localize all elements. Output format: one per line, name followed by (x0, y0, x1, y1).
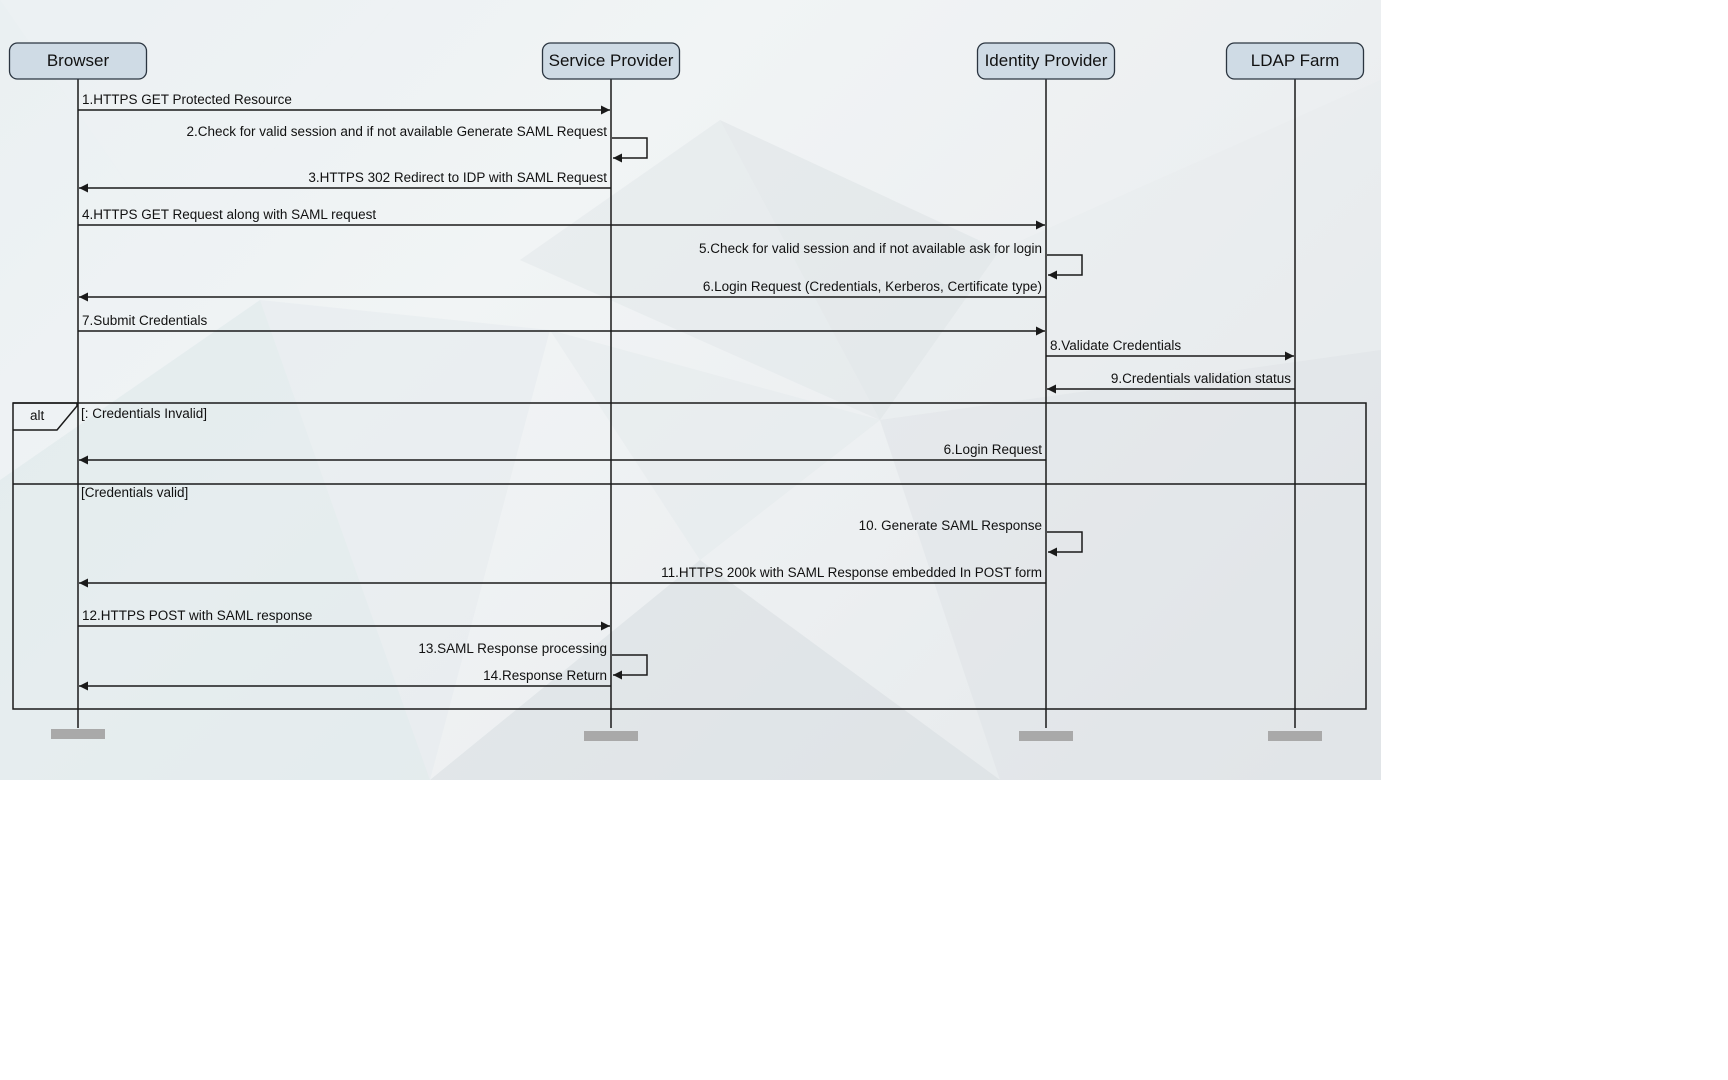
message-15: 14.Response Return (79, 668, 611, 691)
message-label: 3.HTTPS 302 Redirect to IDP with SAML Re… (308, 170, 607, 185)
alt-guard-valid: [Credentials valid] (81, 485, 188, 500)
message-label: 9.Credentials validation status (1111, 371, 1291, 386)
message-label: 5.Check for valid session and if not ava… (699, 241, 1042, 256)
message-label: 10. Generate SAML Response (859, 518, 1042, 533)
participant-browser: Browser (8, 42, 148, 80)
message-7: 7.Submit Credentials (78, 313, 1045, 336)
alt-label: alt (30, 408, 45, 423)
message-label: 6.Login Request (944, 442, 1043, 457)
sequence-diagram-panel: alt [: Credentials Invalid] [Credentials… (0, 0, 1381, 780)
lifelines (51, 79, 1322, 741)
self-message-arrow (1047, 531, 1083, 557)
message-label: 1.HTTPS GET Protected Resource (82, 92, 292, 107)
messages: 1.HTTPS GET Protected Resource 2.Check fo… (78, 92, 1295, 691)
message-label: 13.SAML Response processing (418, 641, 607, 656)
participant-idp: Identity Provider (976, 42, 1116, 80)
message-11: 10. Generate SAML Response (859, 518, 1083, 557)
participant-box (541, 42, 681, 80)
lifeline-end-sp (584, 731, 638, 741)
message-12: 11.HTTPS 200k with SAML Response embedde… (79, 565, 1046, 588)
sequence-diagram: alt [: Credentials Invalid] [Credentials… (8, 42, 1367, 741)
self-message-arrow (1047, 254, 1083, 280)
participant-box (8, 42, 148, 80)
participants: Browser Service Provider Identity Provider… (8, 42, 1365, 80)
message-3: 3.HTTPS 302 Redirect to IDP with SAML Re… (79, 170, 611, 193)
lifeline-end-browser (51, 729, 105, 739)
self-message-arrow (612, 654, 648, 680)
message-5: 5.Check for valid session and if not ava… (699, 241, 1083, 280)
lifeline-end-ldap (1268, 731, 1322, 741)
self-message-arrow (612, 137, 648, 163)
message-9: 9.Credentials validation status (1047, 371, 1295, 394)
alt-guard-invalid: [: Credentials Invalid] (81, 406, 207, 421)
message-4: 4.HTTPS GET Request along with SAML requ… (78, 207, 1045, 230)
participant-label: LDAP Farm (1251, 51, 1340, 70)
message-2: 2.Check for valid session and if not ava… (187, 124, 648, 163)
message-label: 2.Check for valid session and if not ava… (187, 124, 608, 139)
lifeline-end-idp (1019, 731, 1073, 741)
participant-box (976, 42, 1116, 80)
message-8: 8.Validate Credentials (1046, 338, 1294, 361)
message-label: 11.HTTPS 200k with SAML Response embedde… (661, 565, 1042, 580)
message-10: 6.Login Request (79, 442, 1046, 465)
message-label: 7.Submit Credentials (82, 313, 208, 328)
message-label: 6.Login Request (Credentials, Kerberos, … (703, 279, 1042, 294)
participant-label: Identity Provider (985, 51, 1108, 70)
message-label: 8.Validate Credentials (1050, 338, 1181, 353)
participant-label: Browser (47, 51, 110, 70)
participant-sp: Service Provider (541, 42, 681, 80)
participant-box (1225, 42, 1365, 80)
message-label: 4.HTTPS GET Request along with SAML requ… (82, 207, 376, 222)
message-label: 12.HTTPS POST with SAML response (82, 608, 312, 623)
message-label: 14.Response Return (483, 668, 607, 683)
participant-label: Service Provider (549, 51, 674, 70)
message-14: 13.SAML Response processing (418, 641, 648, 680)
participant-ldap: LDAP Farm (1225, 42, 1365, 80)
message-6: 6.Login Request (Credentials, Kerberos, … (79, 279, 1046, 302)
message-1: 1.HTTPS GET Protected Resource (78, 92, 610, 115)
alt-frame: alt [: Credentials Invalid] [Credentials… (12, 402, 1367, 710)
message-13: 12.HTTPS POST with SAML response (78, 608, 610, 631)
